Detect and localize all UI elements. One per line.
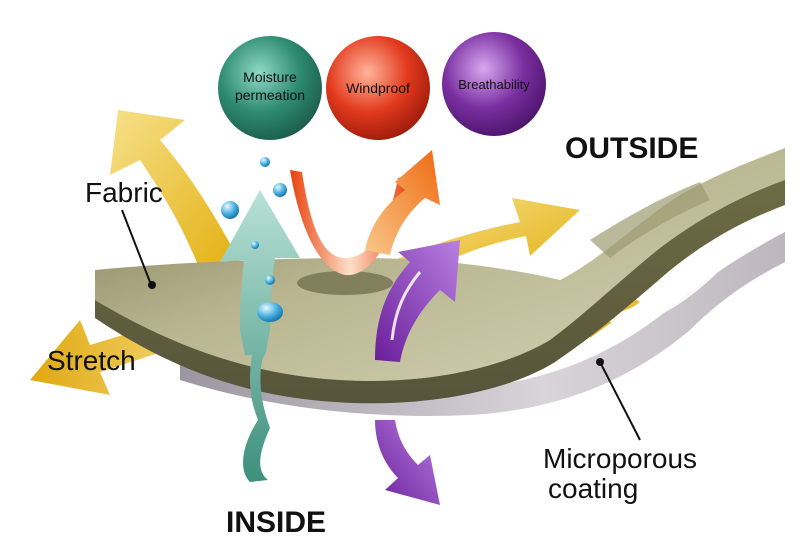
breath-arrow-down bbox=[375, 420, 440, 505]
fabric-pointer-dot bbox=[148, 281, 156, 289]
stretch-arrow-up-left bbox=[110, 110, 240, 270]
wind-shadow bbox=[297, 271, 393, 295]
bubble-windproof: Windproof bbox=[326, 36, 430, 140]
microporous-coating-layer bbox=[180, 232, 785, 416]
microporous-label-line1: Microporous bbox=[543, 443, 697, 474]
inside-label: INSIDE bbox=[226, 506, 326, 539]
droplet bbox=[251, 241, 259, 249]
water-droplets bbox=[221, 157, 287, 322]
bubble-moisture-line1: Moisture bbox=[243, 69, 297, 85]
coating-pointer-line bbox=[599, 361, 641, 441]
windproof-arrow bbox=[365, 150, 440, 255]
bubble-breathability-label: Breathability bbox=[458, 77, 530, 92]
fabric-inner-fold bbox=[590, 182, 710, 258]
coating-pointer-dot bbox=[596, 358, 604, 366]
coating-highlight bbox=[600, 270, 720, 323]
stretch-label: Stretch bbox=[47, 345, 136, 376]
bubble-breathability: Breathability bbox=[442, 32, 546, 136]
breath-arrow-highlight bbox=[390, 271, 422, 341]
droplet bbox=[221, 201, 239, 219]
microporous-label-line2: coating bbox=[548, 473, 638, 504]
bubble-moisture: Moisture permeation bbox=[218, 36, 322, 140]
bubble-windproof-circle bbox=[326, 36, 430, 140]
moisture-arrow bbox=[220, 190, 300, 482]
bubble-breathability-circle bbox=[442, 32, 546, 136]
fabric-label: Fabric bbox=[85, 177, 163, 208]
outside-label: OUTSIDE bbox=[565, 132, 698, 165]
droplet bbox=[260, 157, 270, 167]
breathability-arrows bbox=[375, 240, 460, 505]
fabric-pointer-line bbox=[121, 209, 151, 283]
bubble-moisture-circle bbox=[218, 36, 322, 140]
droplet bbox=[265, 275, 275, 285]
bubble-moisture-line2: permeation bbox=[235, 87, 305, 103]
droplet bbox=[273, 183, 287, 197]
bubble-windproof-label: Windproof bbox=[346, 80, 410, 96]
droplet bbox=[257, 302, 283, 322]
breath-arrow-up bbox=[375, 240, 460, 362]
